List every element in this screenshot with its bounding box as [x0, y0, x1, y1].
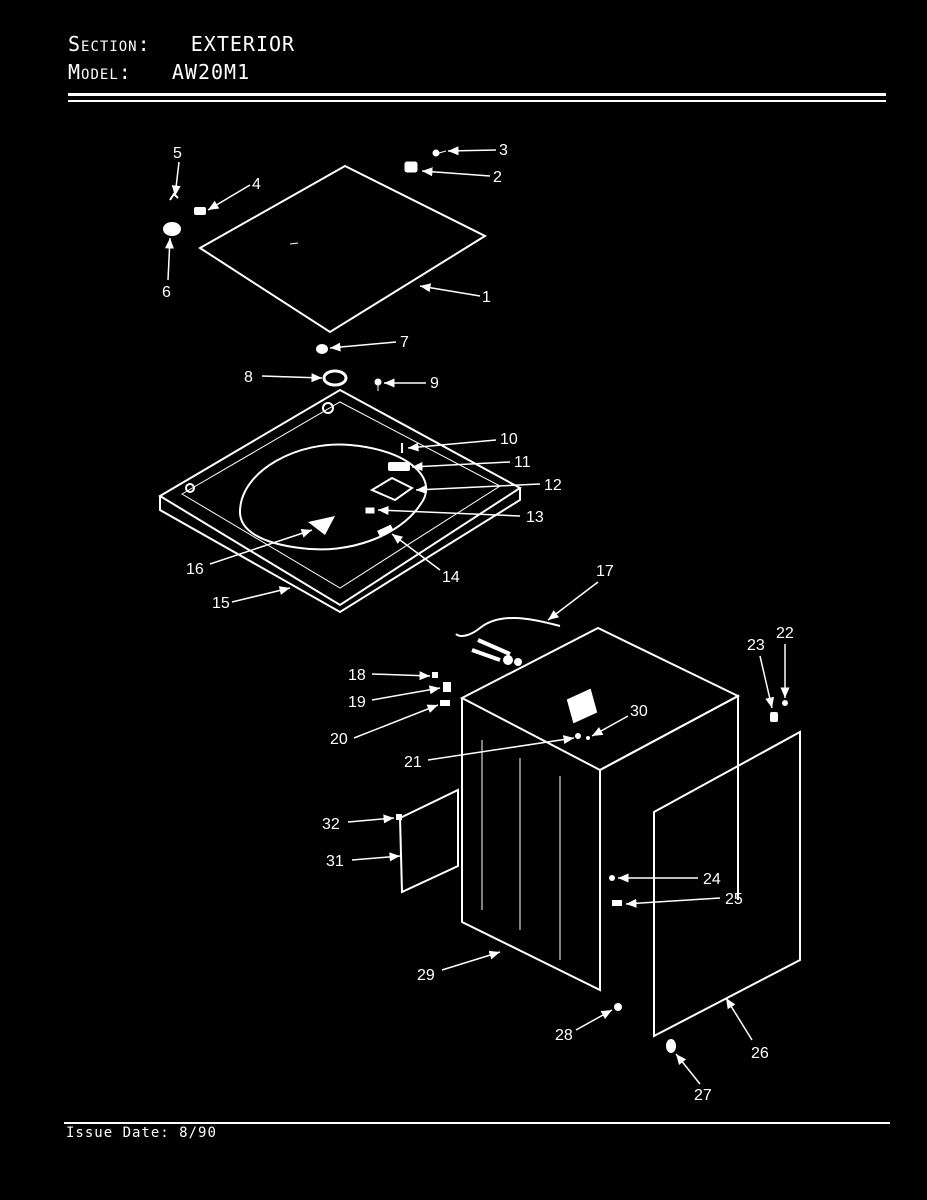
callout-31: 31 [326, 853, 344, 870]
callout-12: 12 [544, 477, 562, 494]
callout-30: 30 [630, 703, 648, 720]
header-rule-bottom [68, 100, 886, 102]
clip-part-20 [440, 700, 450, 706]
lid [198, 164, 488, 334]
footer-rule [64, 1122, 890, 1124]
callout-22: 22 [776, 625, 794, 642]
callout-14: 14 [442, 569, 460, 586]
grommet-part-16 [308, 516, 335, 535]
screw-part-22 [782, 700, 788, 706]
callout-4: 4 [252, 176, 261, 193]
foot-part-27 [666, 1039, 676, 1053]
callout-20: 20 [330, 731, 348, 748]
screw-part-5 [169, 192, 179, 201]
screw-part-3 [432, 149, 447, 157]
ring-part-8 [322, 369, 348, 387]
section-value: EXTERIOR [190, 32, 296, 56]
bracket-part-12 [369, 476, 414, 502]
clip-part-13 [365, 507, 375, 514]
callout-13: 13 [526, 509, 544, 526]
model-value: AW20M1 [171, 60, 251, 84]
callout-21: 21 [404, 754, 422, 771]
callout-9: 9 [430, 375, 439, 392]
model-heading: Model: AW20M1 [68, 60, 250, 84]
callout-28: 28 [555, 1027, 573, 1044]
screw-part-28 [614, 1003, 622, 1011]
callout-27: 27 [694, 1087, 712, 1104]
callout-11: 11 [514, 454, 531, 471]
callout-29: 29 [417, 967, 435, 984]
callout-3: 3 [499, 142, 508, 159]
callout-17: 17 [596, 563, 614, 580]
issue-date: Issue Date: 8/90 [66, 1125, 217, 1141]
bracket-part-19 [443, 682, 451, 692]
callout-32: 32 [322, 816, 340, 833]
power-cord [455, 617, 561, 666]
callout-7: 7 [400, 334, 409, 351]
part-30 [586, 736, 590, 740]
cabinet [459, 626, 741, 992]
callout-24: 24 [703, 871, 721, 888]
access-panel-part-31 [398, 788, 459, 894]
callout-18: 18 [348, 667, 366, 684]
callout-25: 25 [725, 891, 743, 908]
screw-part-9 [374, 378, 382, 391]
part-25 [612, 900, 622, 906]
clip-part-32 [396, 814, 402, 820]
front-panel [653, 730, 801, 1038]
callout-6: 6 [162, 284, 171, 301]
part-21 [575, 733, 581, 739]
section-heading: Section: EXTERIOR [68, 32, 295, 56]
bumper-part-6 [163, 222, 181, 236]
callout-5: 5 [173, 145, 182, 162]
bumper-part-7 [316, 344, 328, 354]
hinge-part-2 [404, 161, 418, 173]
callout-8: 8 [244, 369, 253, 386]
callout-15: 15 [212, 595, 230, 612]
section-label: Section: [68, 32, 151, 56]
model-label: Model: [68, 60, 132, 84]
hinge-part-4 [194, 207, 206, 215]
leader-lines [165, 146, 790, 1085]
part-24 [609, 875, 615, 881]
clip-part-14 [377, 524, 394, 537]
callout-23: 23 [747, 637, 765, 654]
top-cover [158, 388, 522, 614]
part-11 [388, 462, 410, 471]
callout-16: 16 [186, 561, 204, 578]
callout-26: 26 [751, 1045, 769, 1062]
callout-2: 2 [493, 169, 502, 186]
bracket-part-18 [432, 672, 438, 678]
callout-19: 19 [348, 694, 366, 711]
issue-value: 8/90 [179, 1125, 217, 1141]
callout-labels: 1 2 3 4 5 6 7 8 9 10 11 12 13 14 15 16 1… [162, 142, 794, 1104]
clip-part-23 [770, 712, 778, 722]
issue-label: Issue Date: [66, 1125, 170, 1141]
header-rule-top [68, 93, 886, 96]
callout-1: 1 [482, 289, 491, 306]
callout-10: 10 [500, 431, 518, 448]
